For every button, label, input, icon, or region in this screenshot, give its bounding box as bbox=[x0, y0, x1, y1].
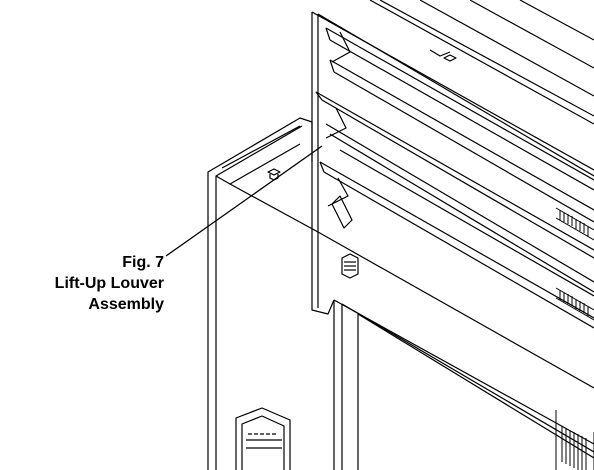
louver-slats bbox=[315, 27, 594, 389]
louver-frame bbox=[311, 11, 594, 315]
vent-grille-middle bbox=[555, 287, 594, 321]
louver-back-slats bbox=[369, 0, 594, 125]
mounting-screw bbox=[267, 168, 281, 181]
figure-caption: Fig. 7 Lift-Up Louver Assembly bbox=[55, 252, 164, 315]
louver-clip-tab bbox=[331, 195, 353, 229]
caption-leader-line bbox=[165, 145, 323, 257]
vent-grille-lower bbox=[555, 410, 594, 470]
figure-number: Fig. 7 bbox=[122, 254, 164, 271]
figure-title-line1: Lift-Up Louver bbox=[54, 275, 164, 292]
cabinet-side-panel bbox=[207, 117, 319, 470]
control-panel-bracket bbox=[235, 407, 291, 470]
vent-grille-upper bbox=[555, 207, 594, 241]
cabinet-lower-opening bbox=[333, 299, 594, 470]
latch-clip bbox=[341, 253, 359, 279]
figure-title-line2: Assembly bbox=[88, 296, 164, 313]
